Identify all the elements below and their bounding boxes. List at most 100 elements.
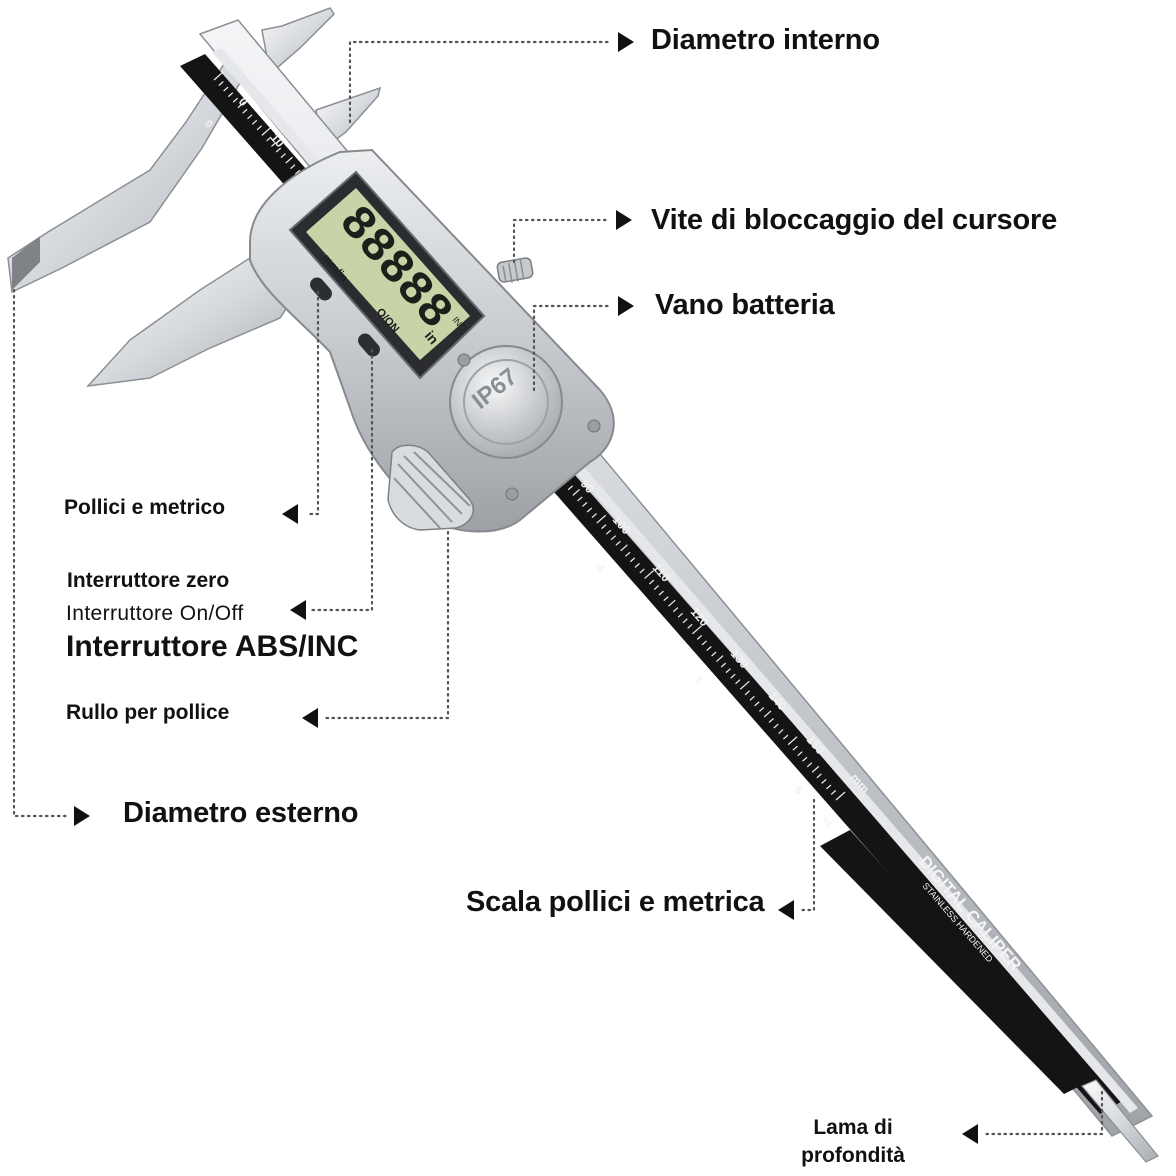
label-abs-inc-switch: Interruttore ABS/INC [66,630,359,663]
scale-tick [275,147,282,153]
scale-tick [256,125,262,131]
label-depth-blade-line1: Lama di [813,1116,893,1139]
scale-tick [582,502,588,507]
scale-tick [821,778,827,784]
scale-tick [720,662,727,668]
thumb-roller[interactable] [387,444,474,531]
inch-unit-label: in [820,814,836,829]
inch-tick-label: 5 [692,674,705,686]
scale-tick [773,723,779,729]
leader-thumb-roller [320,530,450,720]
scale-tick [759,706,765,712]
outer-fixed-jaw [7,50,260,294]
scale-tick [835,791,846,801]
scale-tick [644,570,655,579]
leader-scale [796,798,816,912]
scale-ticks [213,71,846,801]
leader-on-off [310,348,374,612]
arrow-scale [778,900,794,920]
scale-tick [787,736,798,746]
scale-tick [271,142,277,147]
scale-tick [811,765,820,773]
label-on-off-switch: Interruttore On/Off [66,602,244,625]
scale-tick [658,590,664,596]
scale-tick [601,524,607,530]
scale-tick [615,540,621,546]
scale-tick [213,71,224,81]
scale-tick [725,668,731,674]
scale-tick [620,544,628,552]
leader-arrows [74,32,978,1144]
scale-tick [806,762,813,768]
scale-tick [223,86,229,92]
arrow-inch-metric [282,504,298,524]
leader-outer-diameter [12,288,72,818]
scale-tick [802,756,808,762]
scale-tick [649,579,655,585]
scale-tick [596,514,607,524]
leader-lock-screw [512,218,610,264]
scale-tick [577,496,583,502]
scale-tick [591,513,597,518]
scale-tick [830,790,837,795]
scale-tick [687,623,693,629]
arrow-on-off [290,600,306,620]
leader-inch-metric [304,290,320,516]
scale-tick [677,612,684,618]
scale-tick [749,695,755,701]
leader-lines [12,40,1104,1136]
scale-tick [663,596,669,602]
arrow-battery [618,296,634,316]
scale-tick [754,701,760,707]
leader-inner-diameter [348,40,612,124]
scale-tick [792,745,798,751]
scale-tick [605,529,612,535]
scale-tick [572,488,580,496]
inch-tick-label: 6 [792,784,805,796]
arrow-lock-screw [616,210,632,230]
scale-tick [735,679,741,685]
scale-tick [672,607,679,613]
scale-tick [218,81,224,86]
scale-tick [701,640,707,646]
scale-tick [816,773,822,779]
label-thumb-roller: Rullo per pollice [66,701,230,724]
scale-tick [280,153,286,158]
scale-tick [610,535,617,541]
scale-tick [261,127,272,136]
scale-tick [232,97,239,103]
scale-tick [668,599,676,607]
scale-tick [797,751,803,757]
scale-tick [696,634,703,640]
scale-tick [227,92,234,98]
scale-tick [706,646,712,651]
label-outer-diameter: Diametro esterno [123,797,359,829]
scale-tick [567,485,573,491]
arrow-inner-diameter [618,32,634,52]
scale-tick [634,562,640,568]
scale-tick [290,164,296,170]
scale-tick [294,169,301,175]
scale-tick [682,618,688,624]
label-battery: Vano batteria [655,289,835,321]
scale-tick [778,729,784,734]
scale-tick [266,136,272,142]
arrow-thumb-roller [302,708,318,728]
scale-tick [653,585,660,590]
scale-tick [251,119,258,125]
scale-tick [782,734,789,740]
scale-tick [739,680,750,690]
battery-cover[interactable]: IP67 [449,345,601,501]
scale-tick [285,156,293,164]
label-depth-blade: Lama di profondità [786,1116,920,1168]
scale-tick [242,108,248,114]
inch-tick-label: 4 [594,562,608,575]
outer-moving-jaw [86,257,302,388]
scale-tick [715,655,724,662]
scale-tick [826,784,832,790]
depth-blade [1081,1079,1159,1163]
label-inch-metric: Pollici e metrico [64,496,226,519]
scale-tick [692,625,702,635]
scale-tick [639,568,645,574]
